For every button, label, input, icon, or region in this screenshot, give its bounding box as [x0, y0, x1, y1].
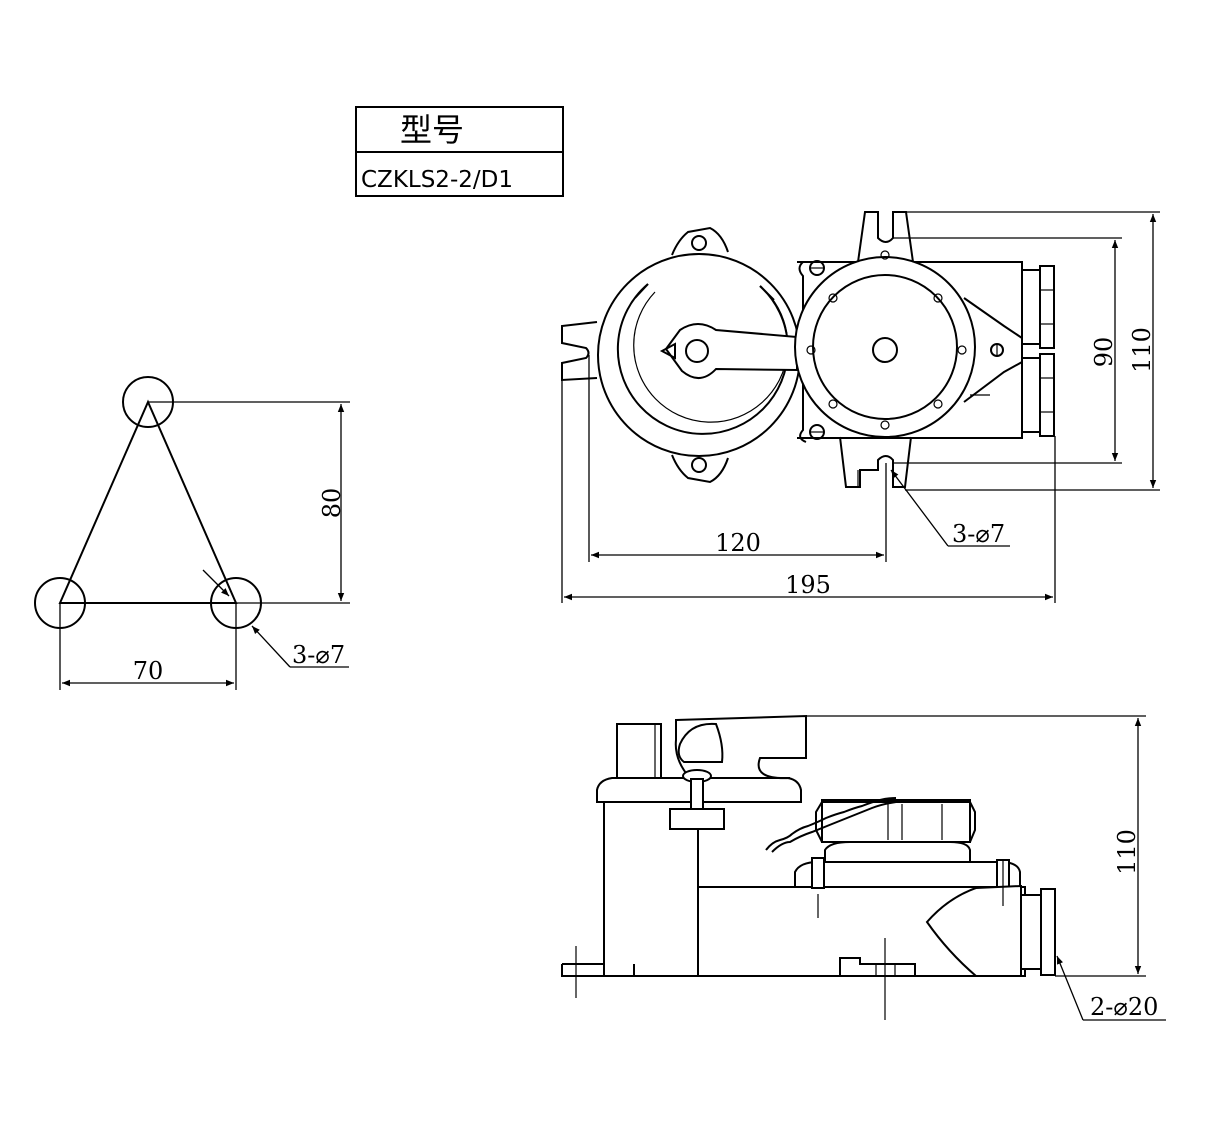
- handle-pointer: [659, 342, 676, 360]
- title-block: 型号 CZKLS2-2/D1: [355, 106, 564, 197]
- model-number: CZKLS2-2/D1: [361, 167, 513, 193]
- bolt: [933, 399, 943, 409]
- chain-inner: [771, 801, 897, 853]
- bottom-mounting-lug: [839, 436, 912, 488]
- leader-arrow: [1056, 955, 1084, 1021]
- dim-height-label: 80: [318, 488, 346, 519]
- model-header: 型号: [400, 111, 464, 149]
- ear-hole: [691, 235, 707, 251]
- bolt: [806, 345, 816, 355]
- ring-gap: [759, 285, 775, 301]
- dim-90-label: 90: [1090, 337, 1118, 368]
- socket-cap: [821, 799, 971, 843]
- dim-195-label: 195: [785, 571, 831, 599]
- switch-shaft: [690, 778, 704, 810]
- switch-head-left: [616, 723, 662, 779]
- screw: [809, 260, 825, 276]
- leader-arrow: [890, 469, 949, 547]
- cable-gland-top-base: [1021, 269, 1041, 345]
- dim-120-label: 120: [715, 529, 761, 557]
- dim-width-label: 70: [133, 657, 164, 685]
- side-view: 110 2-⌀20: [561, 714, 1166, 1021]
- holes-callout: 3-⌀7: [292, 641, 345, 669]
- socket-flange: [794, 861, 1021, 888]
- screw: [809, 424, 825, 440]
- socket-ring: [824, 841, 971, 863]
- cable-gland-bottom-nut: [1039, 353, 1055, 437]
- ring-gap: [634, 283, 649, 299]
- bolt: [828, 399, 838, 409]
- holes-callout-top-view: 3-⌀7: [952, 520, 1005, 548]
- switch-ear-top: [671, 226, 729, 256]
- outlet-head: [925, 884, 1022, 977]
- bolt: [880, 420, 890, 430]
- chain: [765, 797, 897, 851]
- mounting-hole-view: 80 70 3-⌀7: [34, 376, 350, 690]
- base-foot-middle: [839, 957, 916, 976]
- leader-arrow: [251, 625, 291, 668]
- left-mounting-lug: [561, 321, 598, 382]
- switch-nut: [669, 808, 725, 830]
- bolt: [880, 250, 890, 260]
- top-view: 110 90 120 195 3-⌀7: [561, 211, 1160, 603]
- stud: [811, 857, 825, 889]
- dim-110-side-label: 110: [1113, 829, 1141, 875]
- housing-right-ear: [963, 297, 1023, 403]
- switch-ear-bottom: [671, 454, 729, 484]
- cable-gland-side-nut: [1040, 888, 1056, 976]
- entries-callout: 2-⌀20: [1090, 993, 1158, 1021]
- hole-pattern-triangle: [58, 399, 238, 604]
- dim-110-label: 110: [1128, 327, 1156, 373]
- socket-body-outer: [794, 256, 976, 438]
- cable-gland-bottom-base: [1021, 357, 1041, 433]
- cable-gland-side-base: [1020, 894, 1042, 970]
- leader-arrow: [202, 569, 230, 597]
- top-mounting-lug: [857, 211, 914, 263]
- base-foot-left: [561, 964, 635, 977]
- socket-center: [872, 337, 898, 363]
- cable-gland-top-nut: [1039, 265, 1055, 349]
- bolt: [957, 345, 967, 355]
- bolt: [828, 293, 838, 303]
- handle-knob: [677, 722, 724, 763]
- ear-hole: [691, 457, 707, 473]
- bolt: [933, 293, 943, 303]
- handle-pivot: [685, 339, 709, 363]
